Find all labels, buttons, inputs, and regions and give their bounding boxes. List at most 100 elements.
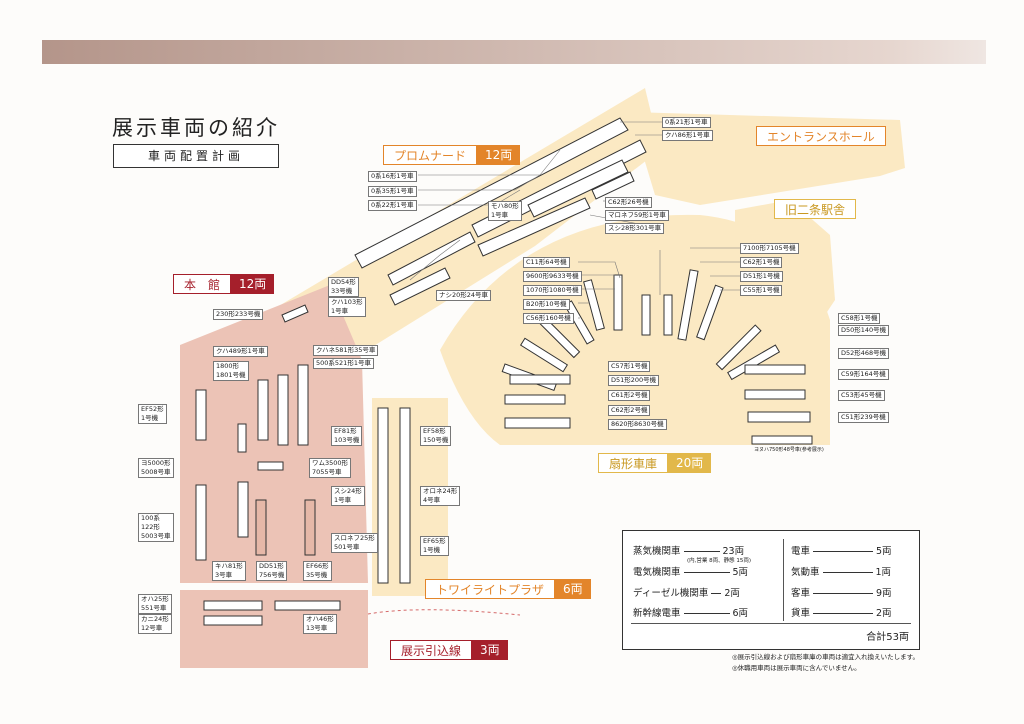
area-label-entrance: エントランスホール: [756, 126, 886, 146]
vehicle-label: C62形2号機: [608, 405, 651, 416]
yo5000-model: [257, 461, 284, 471]
area-label-promenade-count: 12両: [477, 145, 521, 165]
twilight-train-1: [377, 407, 389, 584]
230-model: [281, 304, 309, 323]
fan-track-6: [583, 279, 605, 331]
summary-value: 23両: [722, 546, 745, 557]
fan-track-4: [677, 269, 699, 341]
vehicle-label: 9600形9633号機: [523, 271, 582, 282]
footnote: ◎展示引込線および扇形車庫の車両は適宜入れ換えいたします。: [732, 653, 920, 661]
fan-track-5: [696, 284, 724, 341]
500-series-model: [297, 364, 309, 446]
summary-value: 6両: [732, 608, 749, 619]
area-label-twilight-name: トワイライトプラザ: [425, 579, 556, 599]
100-series-model: [195, 484, 207, 561]
area-label-promenade-name: プロムナード: [383, 145, 478, 165]
summary-row: 新幹線電車 6両: [633, 605, 748, 619]
vehicle-label: 0系22形1号車: [368, 200, 417, 211]
summary-value: 2両: [876, 608, 892, 619]
kuhane581-model: [277, 374, 289, 446]
vehicle-label: EF66形 35号機: [303, 561, 332, 581]
kuha103-model: [389, 267, 451, 306]
area-label-honkan: 本 館 12両: [173, 274, 275, 294]
footnotes: ◎展示引込線および扇形車庫の車両は適宜入れ換えいたします。 ◎休職用車両は展示車…: [732, 652, 919, 674]
vehicle-label: クハ86形1号車: [662, 130, 713, 141]
area-label-promenade: プロムナード 12両: [383, 145, 521, 165]
vehicle-label: C58形1号機: [838, 313, 881, 324]
area-label-nijo: 旧二条駅舎: [774, 199, 857, 219]
kani24-model: [203, 615, 263, 626]
kuha489-model: [257, 379, 269, 441]
fan-track-16: [744, 364, 806, 375]
vehicle-label: ヨヌハ750形48号車(参考展示): [754, 447, 824, 453]
fan-track-1: [613, 274, 623, 331]
summary-divider: [783, 539, 784, 621]
vehicle-label: 1070形1080号機: [523, 285, 582, 296]
vehicle-label: 8620形8630号機: [608, 419, 667, 430]
fan-track-9: [519, 337, 569, 373]
summary-label: 電車: [791, 546, 811, 557]
vehicle-label: オハ25形 551号車: [138, 594, 172, 614]
vehicle-label: C57形1号機: [608, 361, 651, 372]
vehicle-label: C62形26号機: [605, 197, 652, 208]
vehicle-label: 0系21形1号車: [662, 117, 711, 128]
summary-row: 電気機関車 5両: [633, 564, 748, 578]
vehicle-label: EF65形 1号機: [420, 536, 449, 556]
page-title: 展示車両の紹介: [112, 116, 280, 140]
summary-value: 5両: [876, 546, 892, 557]
vehicle-label: D51形1号機: [740, 271, 783, 282]
fan-track-11: [509, 374, 571, 385]
vehicle-label: 230形233号機: [213, 309, 264, 320]
vehicle-label: C56形160号機: [523, 313, 574, 324]
summary-value: 1両: [875, 567, 892, 578]
vehicle-label: ヨ5000形 5008号車: [138, 458, 174, 478]
summary-label: 新幹線電車: [633, 608, 681, 619]
moha80-model: [527, 159, 629, 218]
area-label-fan-name: 扇形車庫: [598, 453, 669, 473]
fan-track-2: [641, 294, 651, 336]
vehicle-label: C61形2号機: [608, 390, 651, 401]
vehicle-label: D50形140号機: [838, 325, 890, 336]
vehicle-label: EF58形 150号機: [420, 426, 452, 446]
area-label-nijo-name: 旧二条駅舎: [774, 199, 857, 219]
vehicle-label: オロネ24形 4号車: [420, 486, 461, 506]
siding-track: [367, 609, 521, 616]
summary-label: ディーゼル機関車: [633, 588, 709, 599]
ef66-model: [304, 499, 316, 556]
kiha81-model: [237, 481, 249, 538]
sushi28-model: [477, 197, 591, 257]
fan-track-13: [504, 417, 571, 429]
summary-label: 電気機関車: [633, 567, 681, 578]
vehicle-label: スシ28形301号車: [605, 223, 665, 234]
vehicle-label: C53形45号機: [838, 390, 885, 401]
area-label-twilight-count: 6両: [555, 579, 591, 599]
summary-value: 9両: [876, 588, 892, 599]
vehicle-label: B20形10号機: [523, 299, 570, 310]
vehicle-label: キハ81形 3号車: [212, 561, 246, 581]
area-label-fan-count: 20両: [668, 453, 712, 473]
fan-track-12: [504, 394, 566, 405]
vehicle-label: クハ489形1号車: [213, 346, 268, 357]
summary-row: 電車 5両: [791, 543, 892, 557]
twilight-train-2: [399, 407, 411, 584]
c62-26-model: [591, 171, 635, 200]
vehicle-label: EF52形 1号機: [138, 404, 167, 424]
vehicle-label: C51形239号機: [838, 412, 889, 423]
vehicle-label: C59形164号機: [838, 369, 889, 380]
summary-note: (内,営業 8両、静態 15両): [687, 558, 752, 564]
oha46-model: [274, 600, 341, 611]
vehicle-label: D52形468号機: [838, 348, 890, 359]
vehicle-label: クハネ581形35号車: [313, 345, 379, 356]
1800-model: [237, 423, 247, 453]
summary-label: 客車: [791, 588, 811, 599]
vehicle-label: スシ24形 1号車: [331, 486, 365, 506]
summary-value: 5両: [732, 567, 749, 578]
vehicle-label: C11形64号機: [523, 257, 570, 268]
summary-row: 客車 9両: [791, 585, 892, 599]
oha25-model: [203, 600, 263, 611]
area-label-twilight: トワイライトプラザ 6両: [425, 579, 591, 599]
